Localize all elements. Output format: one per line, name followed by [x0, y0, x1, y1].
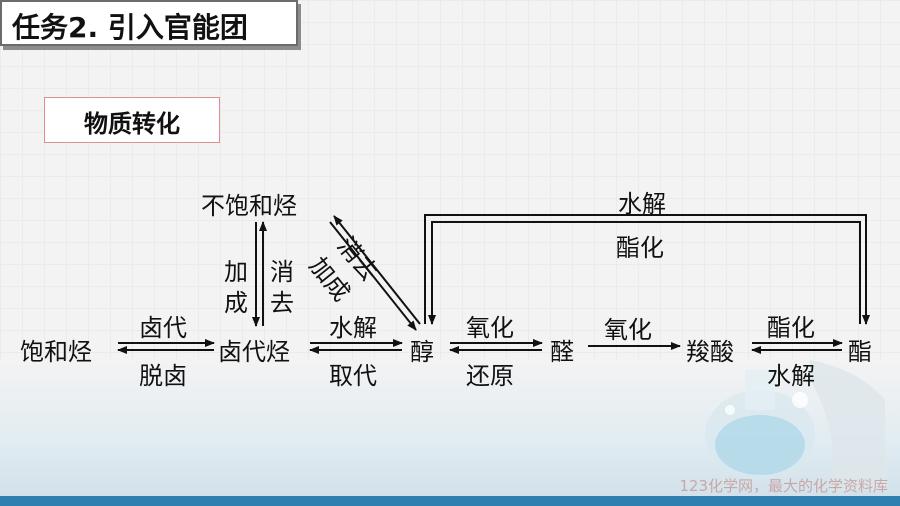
- section-box: 物质转化: [44, 97, 220, 143]
- arrow-hydrolysis-3: [428, 221, 861, 325]
- section-title: 物质转化: [84, 110, 180, 138]
- label-elimination-vertical-1: 消: [270, 258, 294, 286]
- label-elimination-vertical-2: 去: [270, 289, 294, 317]
- label-halogenation: 卤代: [139, 314, 187, 342]
- watermark: 123化学网，最大的化学资料库: [679, 477, 888, 495]
- arrow-esterification-2: [424, 214, 870, 325]
- node-unsaturated-hydrocarbon: 不饱和烃: [201, 192, 297, 220]
- label-addition-vertical-1: 加: [224, 258, 248, 286]
- node-ester: 酯: [848, 338, 872, 366]
- label-substitution: 取代: [329, 362, 377, 390]
- label-reduction: 还原: [466, 362, 514, 390]
- node-carboxylic-acid: 羧酸: [686, 338, 734, 366]
- label-dehalogenation: 脱卤: [139, 362, 187, 390]
- node-alcohol: 醇: [410, 338, 434, 366]
- label-hydrolysis-3: 水解: [618, 190, 666, 218]
- label-esterification-1: 酯化: [767, 314, 815, 342]
- title-box: 任务2. 引入官能团: [0, 0, 298, 46]
- label-esterification-2: 酯化: [616, 234, 664, 262]
- lab-flask-image: [705, 360, 885, 490]
- arrow-addition-diag: [329, 221, 417, 331]
- label-oxidation-1: 氧化: [466, 314, 514, 342]
- node-saturated-hydrocarbon: 饱和烃: [20, 338, 92, 366]
- label-hydrolysis-1: 水解: [329, 314, 377, 342]
- label-oxidation-2: 氧化: [604, 316, 652, 344]
- bottom-bar: [0, 496, 900, 506]
- page-title: 任务2. 引入官能团: [12, 11, 248, 44]
- label-addition-vertical-2: 成: [224, 289, 248, 317]
- node-haloalkane: 卤代烃: [218, 338, 290, 366]
- arrow-elimination-diag: [333, 215, 421, 325]
- node-aldehyde: 醛: [550, 338, 574, 366]
- label-hydrolysis-2: 水解: [767, 362, 815, 390]
